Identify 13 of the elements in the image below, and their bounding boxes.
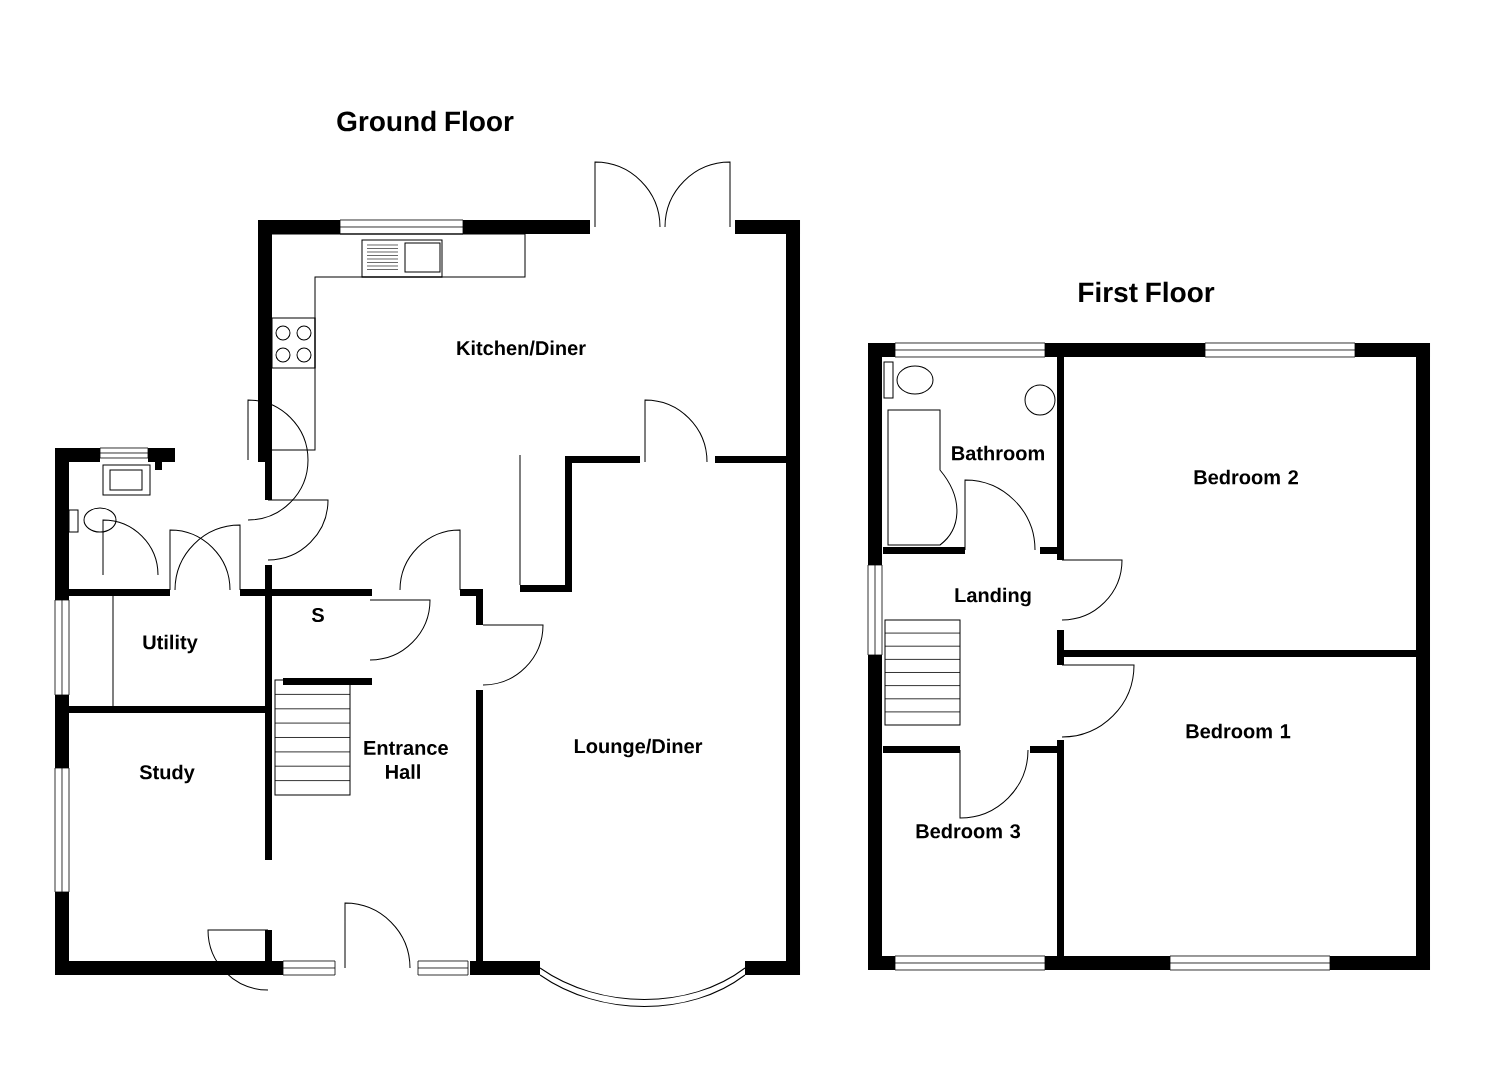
floor-heading: First Floor (1079, 281, 1215, 303)
room-label: Entrance Hall (364, 741, 448, 779)
room-label: S (311, 607, 324, 623)
room-label: Kitchen/Diner (457, 340, 586, 356)
room-label: Lounge/Diner (574, 738, 703, 758)
room-label: Bathroom (952, 445, 1044, 461)
room-label: Study (139, 764, 195, 784)
room-label: Utility (143, 634, 198, 654)
room-label: Landing (955, 587, 1031, 607)
room-label: Bedroom 1 (1186, 723, 1291, 739)
room-label: Bedroom 3 (916, 823, 1021, 839)
floor-heading: Ground Floor (337, 110, 514, 132)
room-label: Bedroom 2 (1194, 469, 1298, 485)
